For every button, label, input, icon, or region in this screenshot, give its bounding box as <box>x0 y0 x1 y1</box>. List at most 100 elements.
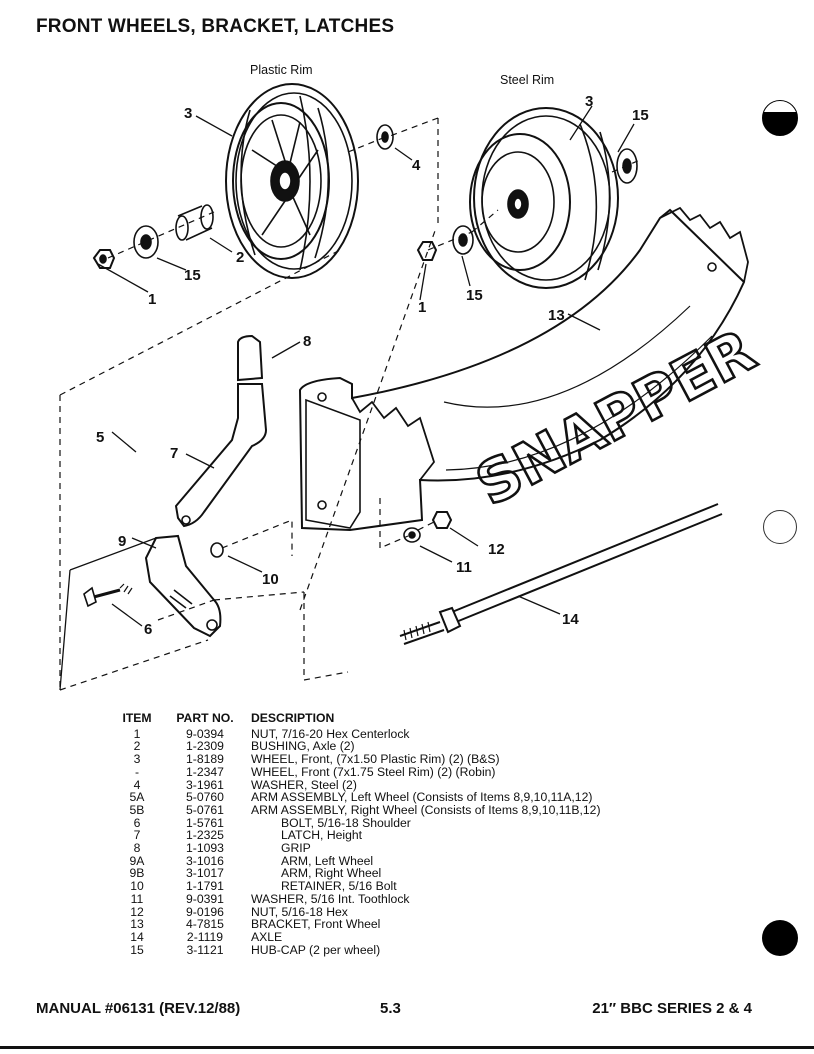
assembly-dashed-lines <box>59 117 641 691</box>
plastic-rim-wheel <box>225 83 359 279</box>
description-cell: WASHER, 5/16 Int. Toothlock <box>251 891 410 906</box>
item-cell: 15 <box>130 942 144 957</box>
description-cell: NUT, 7/16-20 Hex Centerlock <box>251 726 410 741</box>
part-no-cell: 3-1016 <box>186 853 224 868</box>
svg-text:10: 10 <box>262 571 279 588</box>
series-label: 21″ BBC SERIES 2 & 4 <box>592 1000 752 1017</box>
binder-hole-bottom <box>762 920 798 956</box>
table-row: 12 9-0196 NUT, 5/16-18 Hex <box>112 904 601 919</box>
description-cell: ARM, Left Wheel <box>281 853 374 868</box>
svg-text:13: 13 <box>548 307 565 324</box>
part-no-cell: 4-7815 <box>186 917 224 932</box>
table-row: 9B 3-1017 ARM, Right Wheel <box>112 867 601 880</box>
exploded-parts-diagram: Plastic Rim Steel Rim <box>59 63 767 691</box>
svg-text:7: 7 <box>170 445 178 462</box>
description-cell: BUSHING, Axle (2) <box>251 739 355 754</box>
item-cell: 11 <box>130 891 144 906</box>
item-cell: 9B <box>129 866 145 881</box>
svg-text:15: 15 <box>632 107 649 124</box>
part-no-cell: 1-8189 <box>186 752 224 767</box>
item-cell: 6 <box>133 815 141 830</box>
axle <box>399 503 723 645</box>
description-cell: NUT, 5/16-18 Hex <box>251 904 348 919</box>
svg-text:6: 6 <box>144 621 152 638</box>
item-cell: 1 <box>133 726 141 741</box>
description-cell: ARM, Right Wheel <box>281 866 382 881</box>
item-cell: 2 <box>133 739 141 754</box>
manual-number: MANUAL #06131 (REV.12/88) <box>36 1000 241 1017</box>
svg-text:15: 15 <box>184 267 201 284</box>
part-no-cell: 5-0761 <box>186 802 224 817</box>
latch-and-arm <box>83 334 268 638</box>
item-cell: 4 <box>133 777 141 792</box>
part-no-cell: 1-5761 <box>186 815 224 830</box>
description-cell: ARM ASSEMBLY, Left Wheel (Consists of It… <box>251 790 593 805</box>
part-no-cell: 5-0760 <box>186 790 224 805</box>
part-no-cell: 1-2309 <box>186 739 224 754</box>
item-cell: 5B <box>129 802 145 817</box>
svg-text:2: 2 <box>236 249 244 266</box>
svg-text:14: 14 <box>562 611 579 628</box>
svg-text:5: 5 <box>96 429 104 446</box>
binder-hole-middle <box>763 510 797 544</box>
description-cell: HUB-CAP (2 per wheel) <box>251 942 381 957</box>
table-row: 5A 5-0760 ARM ASSEMBLY, Left Wheel (Consis… <box>112 791 601 804</box>
table-row: 15 3-1121 HUB-CAP (2 per wheel) <box>112 942 601 957</box>
description-cell: GRIP <box>281 841 311 856</box>
svg-text:4: 4 <box>412 157 421 174</box>
page-title: FRONT WHEELS, BRACKET, LATCHES <box>36 16 395 37</box>
svg-text:1: 1 <box>148 291 156 308</box>
svg-text:9: 9 <box>118 533 126 550</box>
item-cell: 10 <box>130 879 144 894</box>
table-row: 10 1-1791 RETAINER, 5/16 Bolt <box>112 880 601 893</box>
svg-text:15: 15 <box>466 287 483 304</box>
description-cell: RETAINER, 5/16 Bolt <box>281 879 397 894</box>
binder-hole-top <box>762 100 798 136</box>
svg-text:11: 11 <box>456 559 472 576</box>
item-cell: 13 <box>130 917 144 932</box>
description-cell: ARM ASSEMBLY, Right Wheel (Consists of I… <box>251 802 601 817</box>
item-cell: 9A <box>129 853 145 868</box>
description-cell: AXLE <box>251 929 283 944</box>
part-no-cell: 9-0196 <box>186 904 224 919</box>
page-number: 5.3 <box>380 1000 401 1017</box>
part-no-cell: 1-1791 <box>186 879 224 894</box>
table-row: 1 9-0394 NUT, 7/16-20 Hex Centerlock <box>112 726 601 741</box>
part-no-cell: 9-0391 <box>186 891 224 906</box>
parts-list-rows: 1 9-0394 NUT, 7/16-20 Hex Centerlock 2 1-230… <box>112 726 601 957</box>
part-no-cell: 1-2347 <box>186 764 224 779</box>
item-cell: 14 <box>130 929 144 944</box>
bottom-edge-rule <box>0 1046 814 1049</box>
steel-rim-label: Steel Rim <box>500 73 554 87</box>
part-no-cell: 3-1121 <box>186 942 224 957</box>
table-row: 14 2-1119 AXLE <box>112 931 601 944</box>
item-cell: 7 <box>133 828 141 843</box>
plastic-rim-label: Plastic Rim <box>250 63 313 77</box>
part-no-cell: 2-1119 <box>186 929 224 944</box>
svg-text:12: 12 <box>488 541 505 558</box>
table-row: 9A 3-1016 ARM, Left Wheel <box>112 855 601 868</box>
item-cell: 5A <box>129 790 145 805</box>
description-cell: BOLT, 5/16-18 Shoulder <box>281 815 411 830</box>
front-wheel-bracket: SNAPPER <box>298 206 767 532</box>
part-no-cell: 9-0394 <box>186 726 224 741</box>
svg-text:8: 8 <box>303 333 311 350</box>
svg-text:3: 3 <box>184 105 192 122</box>
table-row: 5B 5-0761 ARM ASSEMBLY, Right Wheel (Consi… <box>112 804 601 817</box>
small-hardware <box>92 124 638 558</box>
part-no-column-header: PART NO. <box>176 711 234 725</box>
item-cell: 12 <box>130 904 144 919</box>
table-row: 11 9-0391 WASHER, 5/16 Int. Toothlock <box>112 893 601 906</box>
description-cell: WHEEL, Front, (7x1.50 Plastic Rim) (2) (… <box>251 752 500 767</box>
part-no-cell: 3-1017 <box>186 866 224 881</box>
callout-numbers: 3 4 2 15 1 3 15 15 1 13 8 5 7 9 10 6 11 … <box>96 93 649 638</box>
part-no-cell: 3-1961 <box>186 777 224 792</box>
part-no-cell: 1-1093 <box>186 841 224 856</box>
